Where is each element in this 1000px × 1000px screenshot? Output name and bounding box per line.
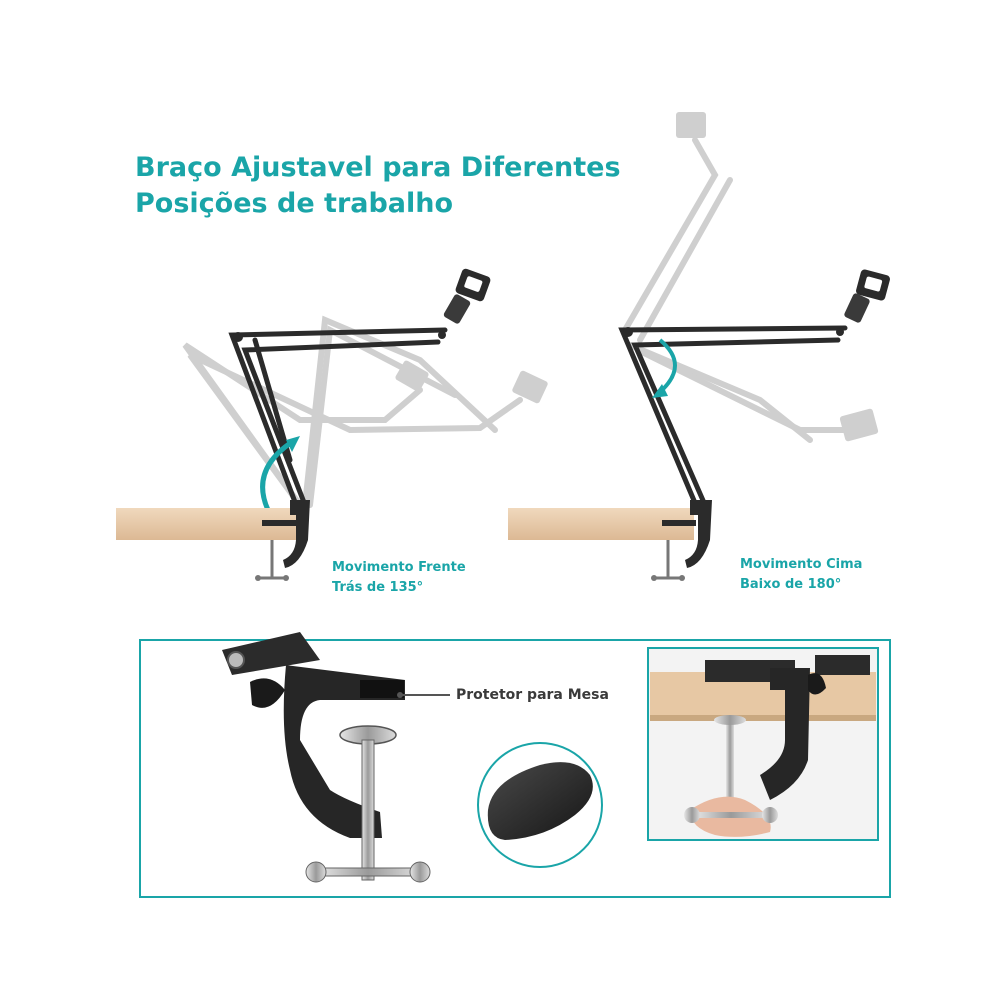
protector-callout-label: Protetor para Mesa: [456, 687, 609, 703]
title-line-2: Posições de trabalho: [135, 188, 454, 219]
ghost-arm-positions: [622, 137, 853, 443]
knob-icon: [250, 678, 285, 708]
clamp-icon: [685, 500, 712, 568]
rotation-arrow-icon: [260, 439, 294, 512]
mic-clip-icon: [844, 269, 890, 323]
ghost-mic-clips: [676, 112, 879, 442]
arm-main: [618, 325, 848, 513]
table-protector-closeup: [477, 742, 603, 868]
ghost-mic-clips: [395, 360, 548, 404]
caption-up-down-line-2: Baixo de 180°: [740, 577, 842, 592]
rotation-arrow-icon: [658, 338, 677, 394]
page-title: Braço Ajustavel para Diferentes Posições…: [135, 150, 621, 222]
caption-front-back-line-2: Trás de 135°: [332, 580, 424, 595]
clamp-closeup: [222, 632, 450, 883]
caption-front-back-line-1: Movimento Frente: [332, 560, 466, 575]
caption-up-down: Movimento Cima Baixo de 180°: [740, 555, 862, 595]
clamp-in-use-photo: [647, 647, 879, 841]
clamp-icon: [283, 500, 310, 568]
detail-panel-frame: [139, 639, 891, 898]
title-line-1: Braço Ajustavel para Diferentes: [135, 152, 621, 183]
caption-up-down-line-1: Movimento Cima: [740, 557, 863, 572]
front-back-arm-diagram: [116, 268, 548, 581]
arm-main: [228, 327, 448, 513]
up-down-arm-diagram: [508, 112, 890, 581]
mic-clip-icon: [443, 268, 491, 324]
caption-front-back: Movimento Frente Trás de 135°: [332, 558, 466, 598]
